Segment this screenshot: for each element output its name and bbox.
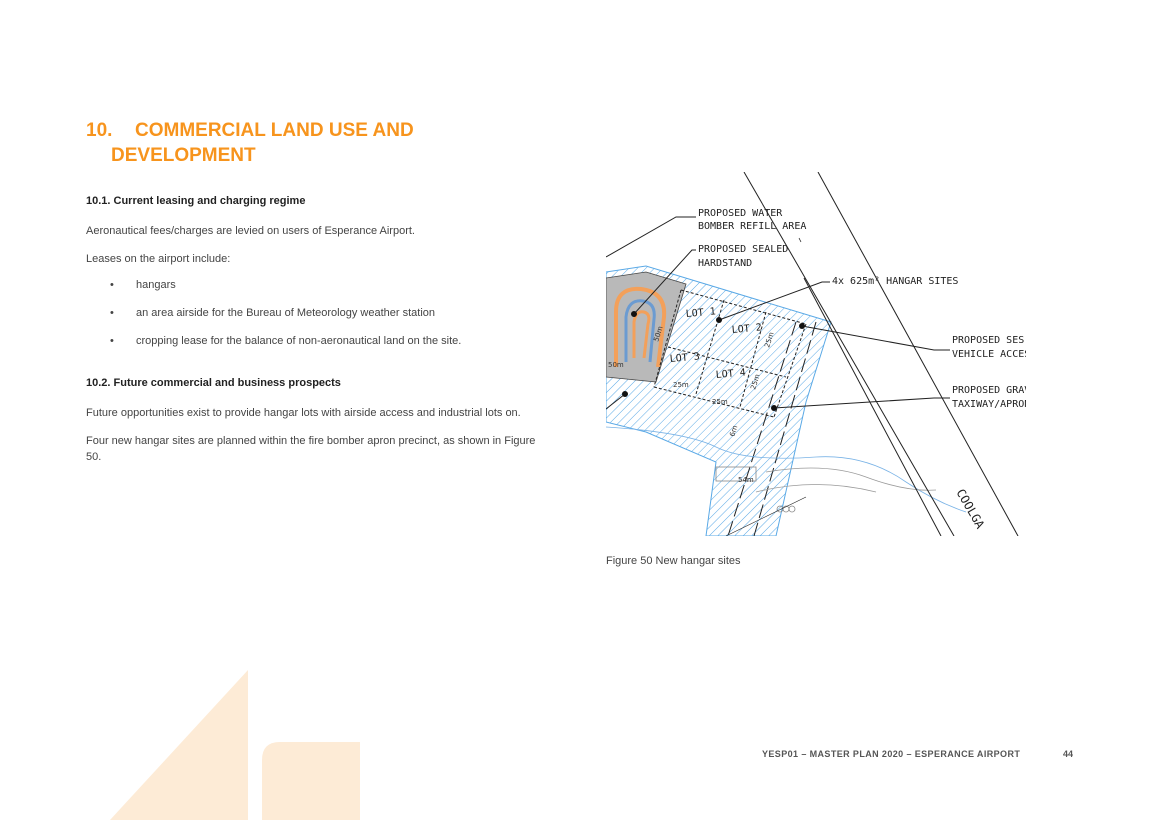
label-ses-line1: PROPOSED SES / bbox=[952, 335, 1026, 346]
dimension-label: 54m bbox=[738, 476, 754, 484]
paragraph-opportunities: Future opportunities exist to provide ha… bbox=[86, 407, 521, 419]
bullet-icon: • bbox=[110, 335, 114, 347]
lot-label: LOT 2 bbox=[731, 322, 762, 336]
footer-text: YESP01 – MASTER PLAN 2020 – ESPERANCE AI… bbox=[762, 749, 1021, 759]
label-hardstand-line2: HARDSTAND bbox=[698, 258, 752, 269]
label-gravel-line1: PROPOSED GRAVEL bbox=[952, 385, 1026, 396]
label-hangar-sites: 4x 625m² HANGAR SITES bbox=[832, 276, 958, 287]
section-title-line1: COMMERCIAL LAND USE AND bbox=[135, 120, 414, 141]
section-title-line2: DEVELOPMENT bbox=[111, 145, 256, 166]
lot-label: LOT 4 bbox=[715, 367, 746, 381]
dimension-label: 50m bbox=[608, 361, 624, 369]
paragraph-fees: Aeronautical fees/charges are levied on … bbox=[86, 225, 415, 237]
paragraph-hangar-sites: Four new hangar sites are planned within… bbox=[86, 435, 536, 463]
bullet-icon: • bbox=[110, 279, 114, 291]
dimension-label: 25m bbox=[712, 398, 728, 406]
section-heading: 10. COMMERCIAL LAND USE AND DEVELOPMENT bbox=[86, 118, 506, 168]
dimension-label: 6m bbox=[728, 424, 739, 437]
label-gravel-line2: TAXIWAY/APRON bbox=[952, 399, 1026, 410]
page-number: 44 bbox=[1063, 749, 1074, 759]
label-ses-line2: VEHICLE ACCESS bbox=[952, 349, 1026, 360]
lot-label: LOT 1 bbox=[685, 306, 716, 320]
bullet-icon: • bbox=[110, 307, 114, 319]
section-number: 10. bbox=[86, 120, 113, 141]
lot-label: LOT 3 bbox=[669, 351, 700, 365]
subsection-heading-1: 10.1. Current leasing and charging regim… bbox=[86, 195, 306, 207]
figure-caption: Figure 50 New hangar sites bbox=[606, 555, 741, 567]
subsection-heading-2: 10.2. Future commercial and business pro… bbox=[86, 377, 341, 389]
label-hardstand-line1: PROPOSED SEALED bbox=[698, 244, 788, 255]
paragraph-leases: Leases on the airport include: bbox=[86, 253, 231, 265]
dimension-label: 25m bbox=[673, 381, 689, 389]
label-water-line1: PROPOSED WATER bbox=[698, 208, 783, 219]
site-plan-figure: PROPOSED WATER BOMBER REFILL AREA PROPOS… bbox=[606, 172, 1026, 536]
label-water-line2: BOMBER REFILL AREA bbox=[698, 221, 806, 232]
